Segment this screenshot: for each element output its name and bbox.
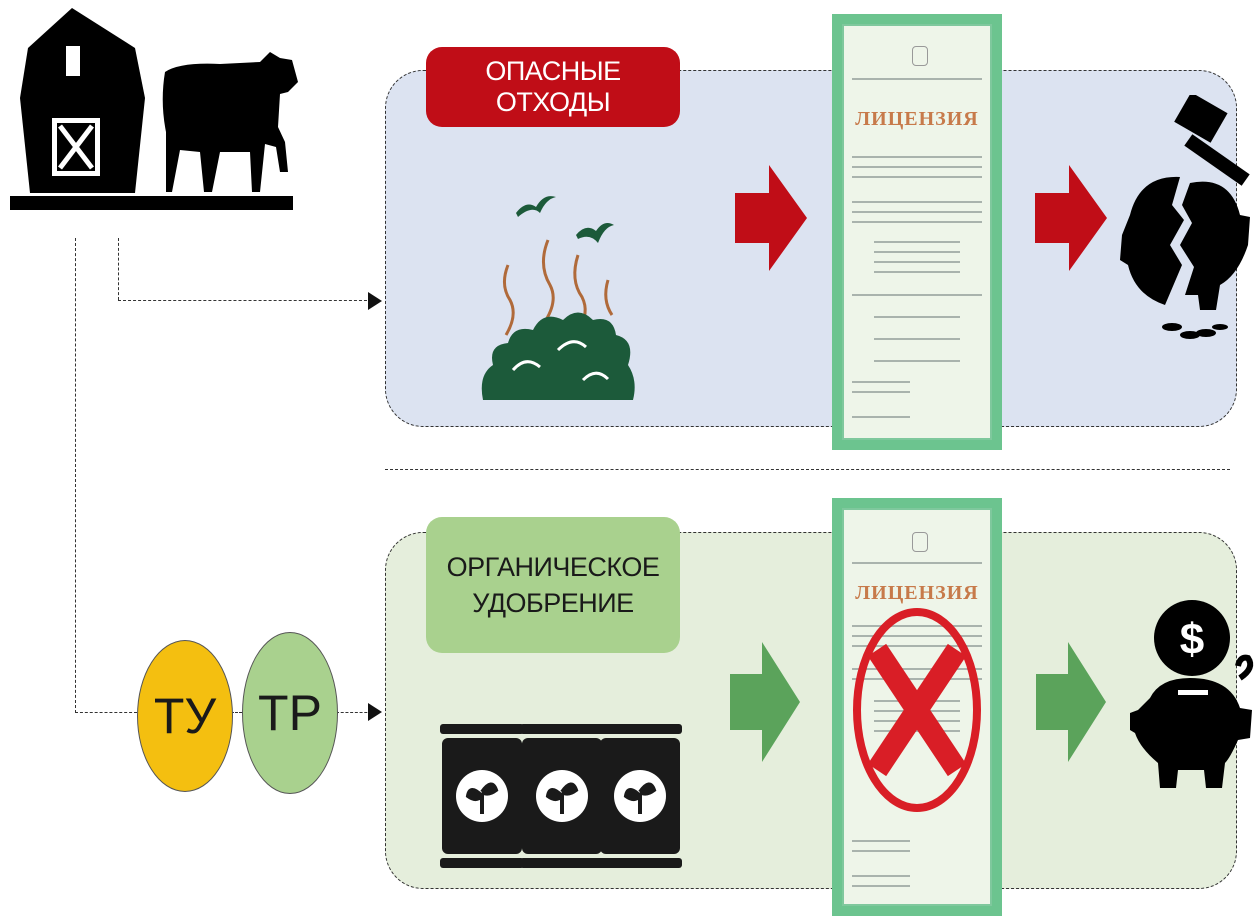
fertilizer-bag-icon (598, 724, 682, 868)
emblem-icon (912, 46, 928, 66)
connector-bottom-vertical (75, 238, 76, 713)
connector-top-arrowhead (368, 292, 382, 310)
connector-badge-out (336, 712, 372, 713)
tp-badge: ТР (242, 632, 338, 794)
green-arrow-icon (1036, 642, 1106, 762)
red-cross-icon (853, 608, 981, 812)
license-document-top: ЛИЦЕНЗИЯ (832, 14, 1002, 450)
fertilizer-bag-icon (440, 724, 524, 868)
green-arrow-icon (730, 642, 800, 762)
red-arrow-icon (1035, 165, 1107, 271)
organic-fertilizer-label-line1: ОРГАНИЧЕСКОЕ (446, 551, 660, 582)
piggy-bank-coin-icon: $ (1130, 600, 1254, 788)
farm-barn-icon (20, 8, 145, 193)
hazardous-waste-label: ОПАСНЫЕ ОТХОДЫ (426, 47, 680, 127)
section-divider (385, 469, 1230, 470)
ty-badge-text: ТУ (153, 688, 217, 744)
connector-bottom-arrowhead (368, 703, 382, 721)
hazardous-waste-label-text: ОПАСНЫЕ ОТХОДЫ (485, 56, 621, 117)
emblem-icon (912, 532, 928, 552)
cow-pig-icon (162, 52, 298, 192)
red-arrow-icon (735, 165, 807, 271)
license-title-top: ЛИЦЕНЗИЯ (855, 108, 979, 130)
organic-fertilizer-label: ОРГАНИЧЕСКОЕ УДОБРЕНИЕ (426, 517, 680, 653)
smoking-waste-pile-icon (481, 196, 635, 400)
license-title-bottom: ЛИЦЕНЗИЯ (855, 582, 979, 604)
ground-line (10, 196, 293, 210)
organic-fertilizer-label-line2: УДОБРЕНИЕ (472, 588, 634, 618)
svg-text:$: $ (1180, 615, 1204, 664)
tp-badge-text: ТР (258, 685, 322, 741)
connector-badge-link (231, 712, 242, 713)
fertilizer-bag-icon (520, 724, 604, 868)
connector-top-vertical (118, 238, 119, 300)
connector-bottom-horizontal (75, 712, 137, 713)
connector-top-horizontal (118, 300, 372, 301)
ty-badge: ТУ (137, 640, 233, 792)
broken-piggy-bank-icon (1120, 95, 1250, 339)
